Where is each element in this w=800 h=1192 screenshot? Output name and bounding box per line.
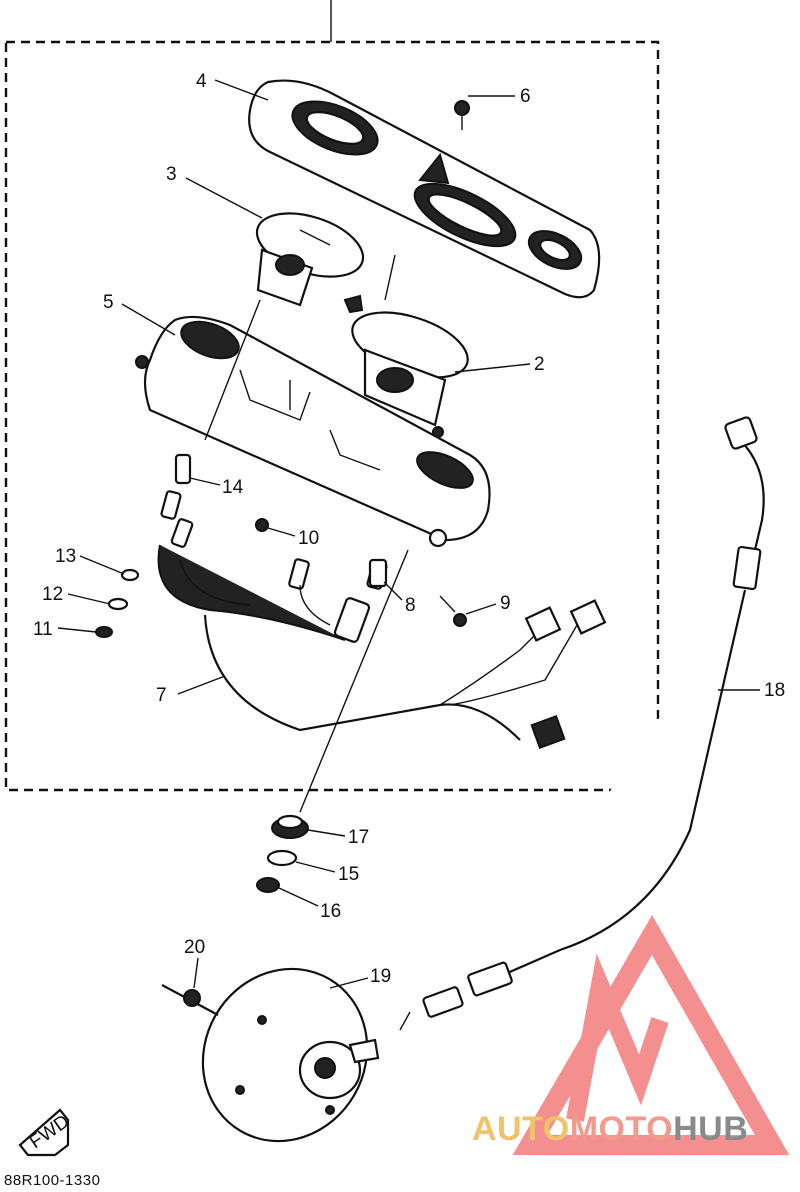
callout-20: 20 [184, 937, 205, 989]
svg-text:18: 18 [764, 680, 785, 701]
callout-12: 12 [42, 584, 111, 605]
svg-text:17: 17 [348, 827, 369, 848]
part-6-screw [454, 100, 470, 130]
part-2-gauge [343, 254, 469, 438]
watermark-logo [512, 914, 790, 1155]
callout-5: 5 [103, 292, 176, 336]
mounting-axis [299, 549, 409, 813]
part-17-damper [271, 814, 309, 839]
svg-text:16: 16 [320, 901, 341, 922]
callout-18: 18 [718, 680, 785, 701]
part-19-drive-unit [201, 967, 380, 1143]
callout-11: 11 [33, 619, 97, 640]
part-11-nut [95, 626, 113, 638]
part-13-nut [120, 568, 140, 582]
callout-14: 14 [189, 477, 244, 498]
part-18-speedometer-cable [399, 416, 765, 1031]
callout-4: 4 [196, 71, 269, 101]
svg-text:14: 14 [222, 477, 244, 498]
callout-9: 9 [465, 593, 511, 615]
part-3-gauge [255, 212, 365, 307]
fwd-direction-arrow: FWD [18, 1108, 73, 1157]
svg-text:19: 19 [370, 966, 391, 987]
callout-16: 16 [278, 887, 341, 922]
watermark-hub: HUB [673, 1110, 749, 1148]
callout-1: 1 [318, 0, 329, 19]
part-7-wire-harness [157, 544, 607, 750]
part-20-pin [161, 984, 219, 1016]
svg-text:8: 8 [405, 595, 416, 616]
watermark-moto: MOTO [569, 1110, 674, 1148]
callout-17: 17 [307, 827, 369, 848]
svg-text:10: 10 [298, 528, 319, 549]
svg-text:12: 12 [42, 584, 63, 605]
svg-text:7: 7 [156, 685, 167, 706]
part-15-washer [266, 849, 298, 867]
svg-text:9: 9 [500, 593, 511, 614]
part-12-washer [107, 597, 129, 611]
drawing-code: 88R100-1330 [4, 1172, 101, 1189]
callout-10: 10 [267, 527, 319, 549]
svg-text:5: 5 [103, 292, 114, 313]
callout-15: 15 [295, 861, 359, 885]
svg-text:13: 13 [55, 546, 76, 567]
callout-8: 8 [383, 581, 416, 616]
svg-text:3: 3 [166, 164, 177, 185]
svg-text:2: 2 [534, 354, 545, 375]
callout-2: 2 [454, 354, 545, 375]
callout-19: 19 [329, 966, 391, 989]
svg-text:6: 6 [520, 86, 531, 107]
svg-text:11: 11 [33, 619, 53, 640]
part-9-screw [439, 595, 467, 627]
watermark-auto: AUTO [472, 1110, 570, 1148]
part-10-screw [255, 518, 269, 532]
part-8-grommet [368, 558, 388, 588]
watermark-text: AUTOMOTOHUB [472, 1110, 748, 1149]
callout-13: 13 [55, 546, 125, 575]
svg-text:20: 20 [184, 937, 205, 958]
part-16-nut [256, 877, 280, 893]
callout-6: 6 [468, 86, 531, 107]
callout-3: 3 [166, 164, 263, 219]
callout-7: 7 [156, 675, 226, 706]
assembly-boundary [4, 40, 660, 792]
svg-text:4: 4 [196, 71, 207, 92]
part-4-meter-cover [248, 79, 601, 299]
svg-text:15: 15 [338, 864, 359, 885]
